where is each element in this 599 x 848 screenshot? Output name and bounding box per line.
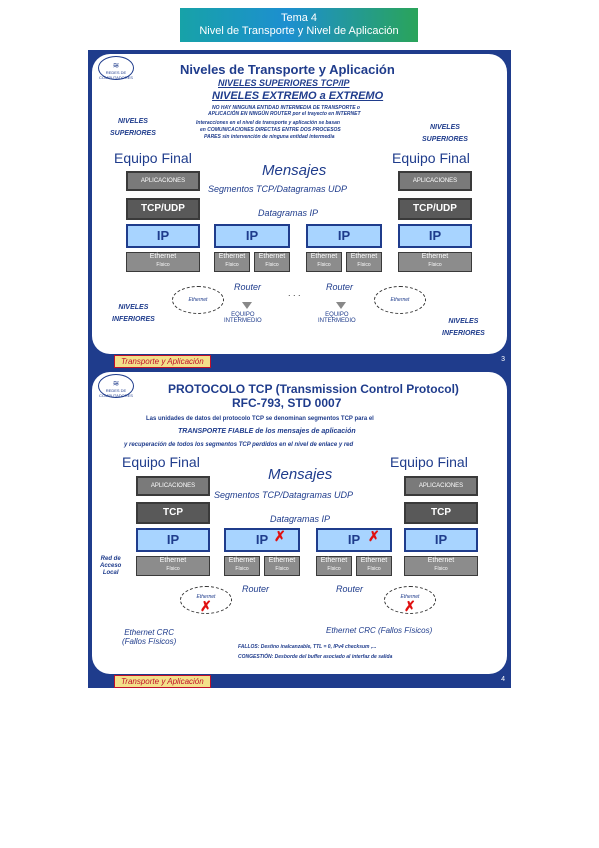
header-topic: Tema 4 [280, 12, 318, 24]
logo-icon: ≋ [112, 61, 120, 70]
footer-tag: Transporte y Aplicación [114, 675, 211, 688]
arrow-down-1 [242, 302, 252, 309]
fallos-note: FALLOS: Destino inalcanzable, TTL = 0, I… [238, 644, 377, 650]
router-label-2: Router [336, 584, 364, 594]
equipo-final-right: Equipo Final [392, 150, 470, 166]
router-label-1: Router [234, 282, 262, 292]
segmentos-label: Segmentos TCP/Datagramas UDP [214, 490, 354, 500]
ip-box-2: IP [214, 224, 290, 248]
ip-box-2: IP [224, 528, 300, 552]
ip-box-4: IP [404, 528, 478, 552]
router-label-2: Router [326, 282, 354, 292]
equipo-final-right: Equipo Final [390, 454, 468, 470]
app-box-left: APLICACIONES [136, 476, 210, 496]
slide-title-2: RFC-793, STD 0007 [232, 396, 342, 410]
datagramas-label: Datagramas IP [270, 514, 331, 524]
note-line-2: APLICACIÓN EN NINGÚN ROUTER por el traye… [208, 111, 361, 117]
equipo-final-left: Equipo Final [122, 454, 200, 470]
arrow-down-2 [336, 302, 346, 309]
crc-right-label: Ethernet CRC (Fallos Físicos) [326, 626, 433, 635]
ethernet-cloud-right: Ethernet [374, 286, 426, 314]
ellipsis: . . . [288, 288, 301, 298]
datagramas-label: Datagramas IP [258, 208, 319, 218]
tcp-box-left: TCP [136, 502, 210, 524]
app-box-right: APLICACIONES [398, 171, 472, 191]
slide-subtitle-1: NIVELES SUPERIORES TCP/IP [218, 78, 350, 88]
tcpudp-box-left: TCP/UDP [126, 198, 200, 220]
error-x-icon: ✗ [274, 528, 286, 544]
ip-box-3: IP [306, 224, 382, 248]
page-number: 4 [501, 676, 505, 683]
ip-box-3: IP [316, 528, 392, 552]
ip-box-1: IP [126, 224, 200, 248]
error-x-icon: ✗ [368, 528, 380, 544]
error-x-icon: ✗ [404, 598, 416, 614]
page-number: 3 [501, 356, 505, 363]
slide-subtitle-2: NIVELES EXTREMO a EXTREMO [212, 90, 384, 102]
slide-title: Niveles de Transporte y Aplicación [180, 62, 395, 77]
note-line-1: NO HAY NINGUNA ENTIDAD INTERMEDIA DE TRA… [212, 105, 360, 111]
router-label-1: Router [242, 584, 270, 594]
ethernet-cloud-left: Ethernet [172, 286, 224, 314]
mensajes-label: Mensajes [268, 466, 333, 483]
slide-2-footer: Transporte y Aplicación 4 [88, 674, 511, 688]
ethernet-cloud-left: Ethernet [180, 586, 232, 614]
ethernet-cloud-right: Ethernet [384, 586, 436, 614]
desc-line-2: TRANSPORTE FIABLE de los mensajes de apl… [178, 428, 356, 435]
footer-tag: Transporte y Aplicación [114, 355, 211, 368]
desc-line-3: y recuperación de todos los segmentos TC… [124, 442, 354, 448]
ip-box-4: IP [398, 224, 472, 248]
desc-line-1: Las unidades de datos del protocolo TCP … [146, 416, 374, 422]
segmentos-label: Segmentos TCP/Datagramas UDP [208, 184, 348, 194]
note-line-3: Interacciones en el nivel de transporte … [196, 120, 340, 126]
logo-icon: ≋ [112, 379, 120, 388]
app-box-right: APLICACIONES [404, 476, 478, 496]
slide-1-footer: Transporte y Aplicación 3 [88, 354, 511, 368]
tcpudp-box-right: TCP/UDP [398, 198, 472, 220]
header-subject: Nivel de Transporte y Nivel de Aplicació… [199, 25, 399, 37]
app-box-left: APLICACIONES [126, 171, 200, 191]
document-header: Tema 4 Nivel de Transporte y Nivel de Ap… [180, 8, 418, 42]
ip-box-1: IP [136, 528, 210, 552]
equipo-final-left: Equipo Final [114, 150, 192, 166]
error-x-icon: ✗ [200, 598, 212, 614]
slide-title-1: PROTOCOLO TCP (Transmission Control Prot… [168, 382, 459, 396]
note-line-5: PARES sin intervención de ninguna entida… [204, 134, 335, 140]
tcp-box-right: TCP [404, 502, 478, 524]
crc-left-label: Ethernet CRC(Fallos Físicos) [122, 628, 177, 646]
mensajes-label: Mensajes [262, 162, 327, 179]
congestion-note: CONGESTIÓN: Desborde del buffer asociado… [238, 654, 393, 660]
note-line-4: en COMUNICACIONES DIRECTAS ENTRE DOS PRO… [200, 127, 341, 133]
